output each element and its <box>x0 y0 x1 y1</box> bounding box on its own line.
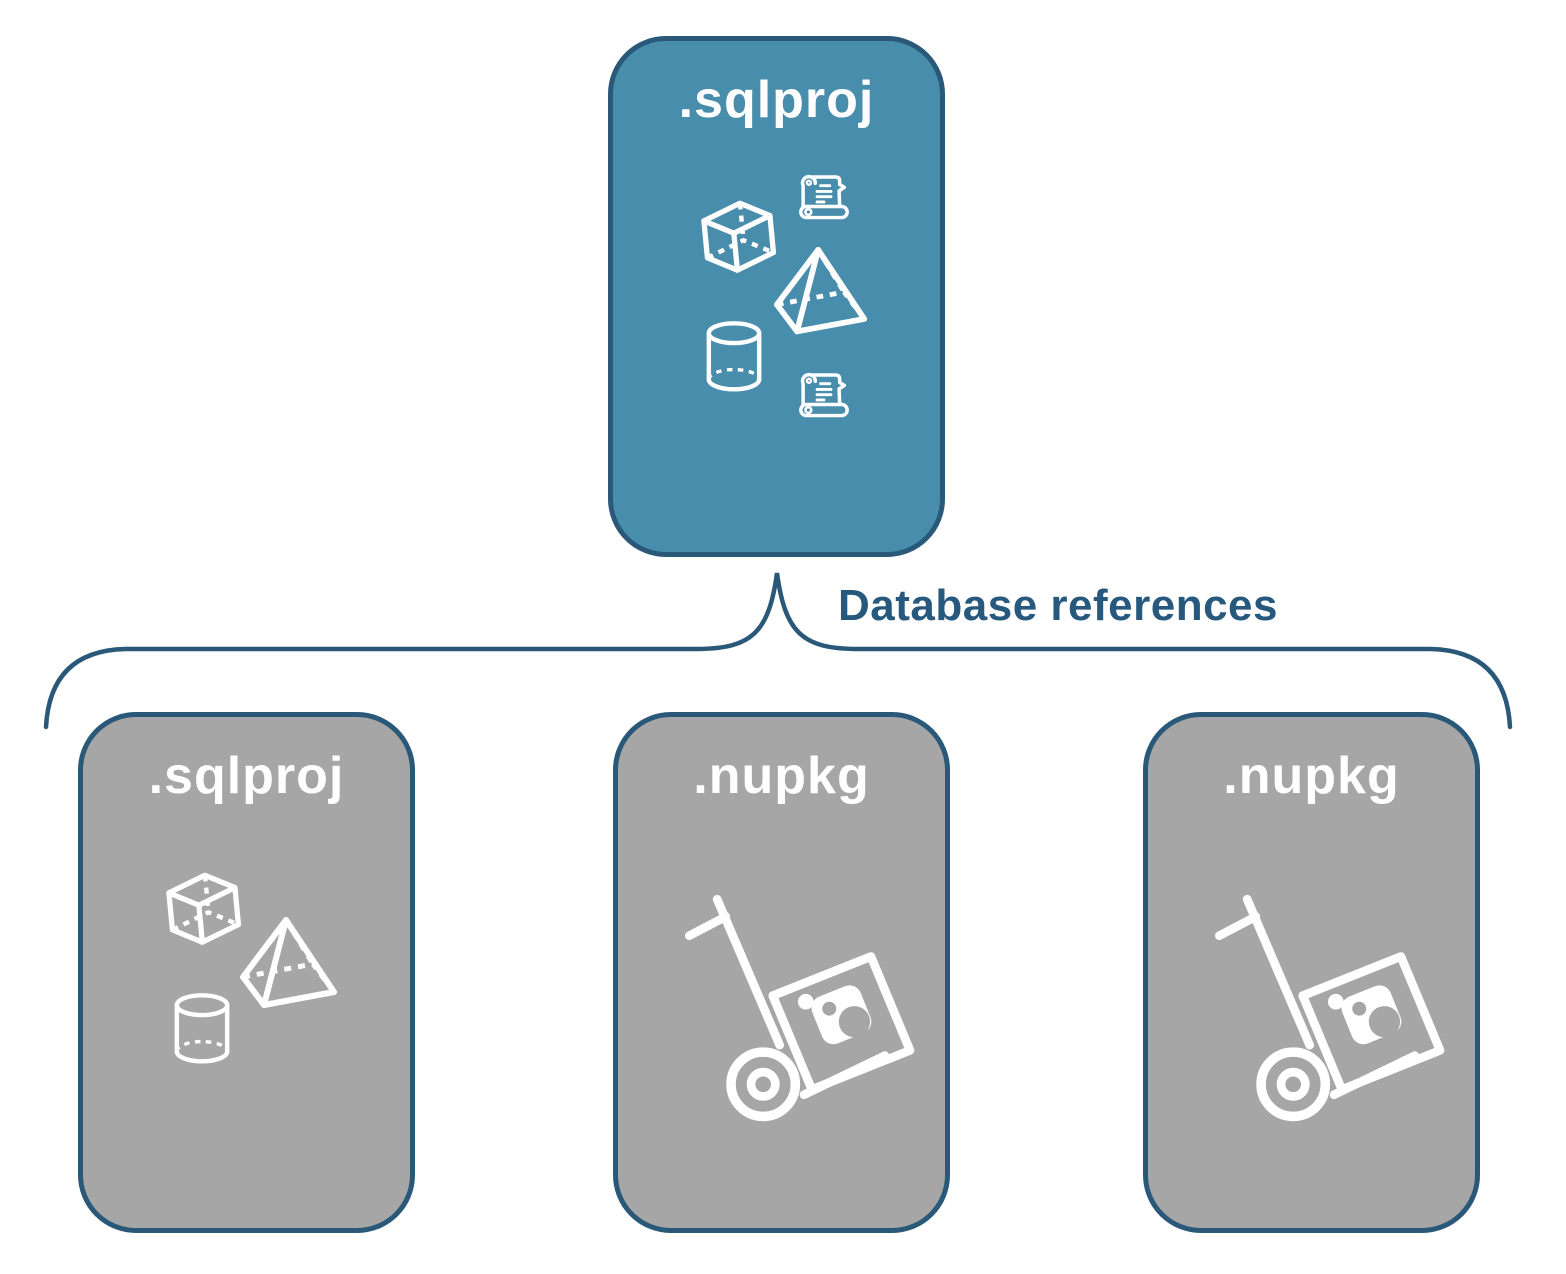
child-node-title: .sqlproj <box>148 747 345 805</box>
pyramid-icon <box>774 246 868 335</box>
cylinder-icon <box>174 993 230 1064</box>
cube-icon <box>701 200 777 273</box>
child-node-nupkg-1: .nupkg <box>613 712 950 1233</box>
database-references-label: Database references <box>838 581 1278 630</box>
child-node-title: .nupkg <box>1223 747 1400 805</box>
pyramid-icon <box>240 917 337 1008</box>
child-node-title: .nupkg <box>693 747 870 805</box>
scroll-icon <box>799 174 849 220</box>
child-node-nupkg-2: .nupkg <box>1143 712 1480 1233</box>
root-node-title: .sqlproj <box>678 71 875 129</box>
cylinder-icon <box>706 321 762 392</box>
hand-truck-package-icon <box>1214 894 1445 1122</box>
child-node-sqlproj: .sqlproj <box>78 712 415 1233</box>
scroll-icon <box>799 372 849 418</box>
cube-icon <box>166 872 242 945</box>
hand-truck-package-icon <box>684 894 915 1122</box>
root-node-sqlproj: .sqlproj <box>608 36 945 557</box>
